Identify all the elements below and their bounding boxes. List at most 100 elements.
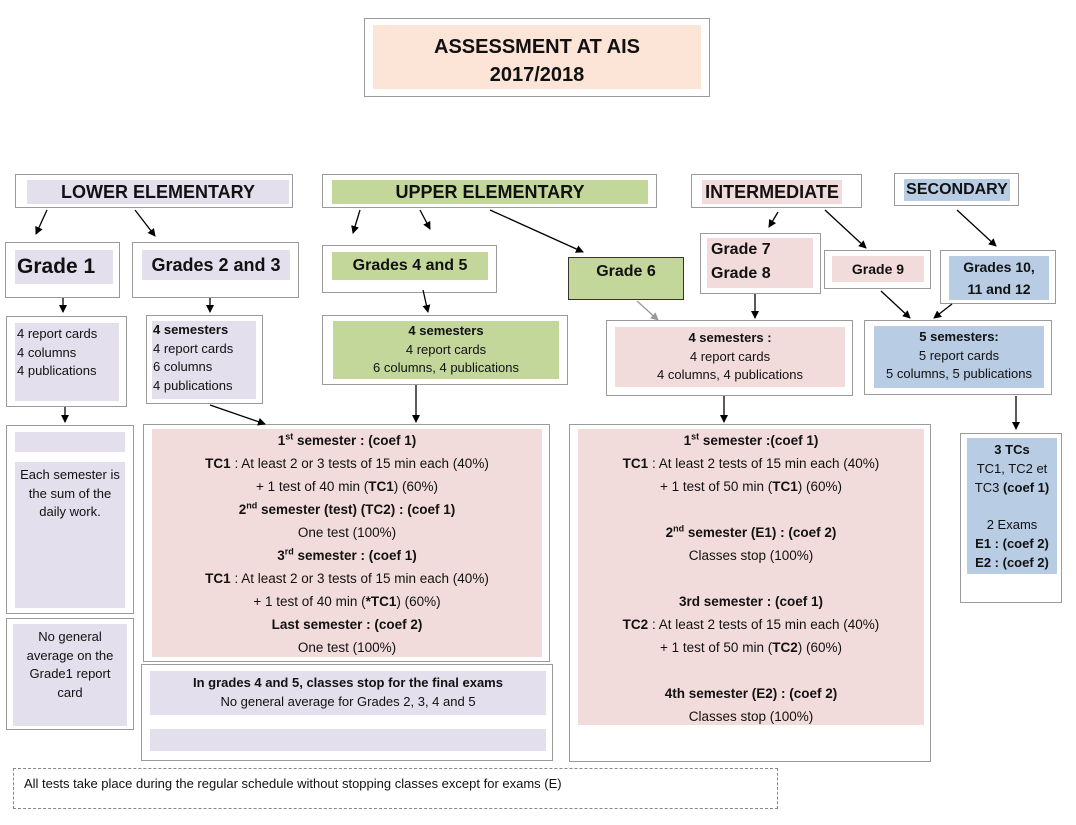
section-upper-elementary: UPPER ELEMENTARY (322, 174, 657, 208)
arrow-g45-info (422, 289, 431, 313)
secondary-semesters: 5 semesters: (919, 329, 999, 344)
upper-last-heading: Last semester : (coef 2) (271, 617, 423, 632)
upper-tc1d-line: + 1 test of 40 min (*TC1) (60%) (253, 594, 441, 609)
arrow-g6-to-int-info (636, 300, 659, 321)
grades-7-8-box: Grade 7 Grade 8 (700, 233, 821, 294)
intermediate-semesters: 4 semesters : (688, 330, 772, 345)
grades-10-12-box: Grades 10, 11 and 12 (940, 250, 1056, 304)
int-tc2-test-line: + 1 test of 50 min (TC2) (60%) (660, 640, 842, 655)
lower-daily-line2: the sum of the (28, 485, 112, 501)
lower-daily-line1: Each semester is (20, 467, 120, 482)
upper-detail-fill: 1st semester : (coef 1) TC1 : At least 2… (152, 429, 542, 657)
arrow-lower-to-g23 (134, 209, 156, 237)
arrow-upper-to-g45-b (419, 209, 431, 230)
grades-4-5-columns: 6 columns, 4 publications (373, 360, 519, 375)
section-intermediate: INTERMEDIATE (691, 174, 862, 208)
int-s1-heading: 1st semester :(coef 1) (683, 431, 819, 448)
upper-s2-text: One test (100%) (297, 525, 397, 540)
grade-1-box: Grade 1 (5, 242, 120, 298)
section-intermediate-fill: INTERMEDIATE (702, 180, 842, 204)
grades-4-5-fill: Grades 4 and 5 (332, 252, 488, 280)
sec-tc3-coef: TC3 (coef 1) (974, 480, 1050, 495)
section-intermediate-label: INTERMEDIATE (705, 182, 839, 202)
upper-tc1-test-line: + 1 test of 40 min (TC1) (60%) (256, 479, 438, 494)
section-lower-label: LOWER ELEMENTARY (61, 182, 255, 202)
sec-e2: E2 : (coef 2) (975, 555, 1049, 570)
intermediate-info-fill: 4 semesters : 4 report cards 4 columns, … (615, 327, 845, 387)
grades-2-3-publications: 4 publications (153, 377, 233, 393)
title-line1: ASSESSMENT AT AIS (434, 36, 640, 58)
section-secondary-fill: SECONDARY (904, 179, 1010, 201)
arrow-int-to-g9 (824, 209, 867, 249)
int-s4-heading: 4th semester (E2) : (coef 2) (664, 686, 838, 701)
upper-note-empty-fill (150, 729, 546, 751)
arrow-g23-info-detail (209, 404, 266, 426)
grades-2-3-fill: Grades 2 and 3 (142, 250, 290, 280)
grade-7-label: Grade 7 (711, 241, 771, 258)
grades-4-5-label: Grades 4 and 5 (352, 257, 468, 274)
section-secondary-label: SECONDARY (906, 181, 1008, 198)
section-lower-fill: LOWER ELEMENTARY (27, 180, 289, 204)
no-avg-line2: average on the (26, 647, 114, 663)
grades-10-12-line1: Grades 10, (963, 259, 1035, 275)
secondary-report-cards: 5 report cards (918, 347, 1000, 363)
grades-7-8-fill: Grade 7 Grade 8 (707, 238, 813, 288)
sec-3tcs: 3 TCs (994, 442, 1030, 457)
lower-daily-header-fill (15, 432, 125, 452)
grades-2-3-box: Grades 2 and 3 (132, 242, 299, 298)
grades-4-5-info-box: 4 semesters 4 report cards 6 columns, 4 … (322, 315, 568, 385)
upper-s3-heading: 3rd semester : (coef 1) (277, 546, 417, 563)
arrow-lower-to-g1 (35, 209, 48, 235)
grades-4-5-report-cards: 4 report cards (405, 341, 487, 357)
grades-2-3-columns: 6 columns (153, 359, 213, 374)
no-avg-line4: card (57, 684, 83, 700)
lower-daily-body-fill: Each semester is the sum of the daily wo… (15, 462, 125, 608)
lower-no-average-fill: No general average on the Grade1 report … (13, 624, 127, 726)
no-avg-line1: No general (38, 629, 102, 644)
intermediate-report-cards: 4 report cards (689, 348, 771, 364)
sec-tc-list: TC1, TC2 et (976, 461, 1048, 476)
upper-note-line2: No general average for Grades 2, 3, 4 an… (220, 693, 476, 709)
no-avg-line3: Grade1 report (29, 666, 111, 681)
int-s3-heading: 3rd semester : (coef 1) (678, 594, 824, 609)
int-s4-text: Classes stop (100%) (688, 709, 814, 724)
lower-daily-line3: daily work. (39, 504, 101, 519)
grades-2-3-report-cards: 4 report cards (153, 340, 234, 356)
sec-2-exams: 2 Exams (986, 517, 1038, 532)
int-s2-text: Classes stop (100%) (688, 548, 814, 563)
secondary-detail-fill: 3 TCs TC1, TC2 et TC3 (coef 1) 2 Exams E… (967, 438, 1057, 574)
grade-1-fill: Grade 1 (15, 250, 113, 284)
int-tc1-line: TC1 : At least 2 tests of 15 min each (4… (622, 456, 880, 471)
arrow-int-to-g78 (768, 211, 779, 228)
upper-tc1-line: TC1 : At least 2 or 3 tests of 15 min ea… (205, 456, 489, 471)
upper-s1-heading: 1st semester : (coef 1) (277, 431, 417, 448)
lower-daily-work-box: Each semester is the sum of the daily wo… (6, 425, 134, 614)
upper-note-fill: In grades 4 and 5, classes stop for the … (150, 671, 546, 715)
section-upper-fill: UPPER ELEMENTARY (332, 180, 648, 204)
intermediate-detail-box: 1st semester :(coef 1) TC1 : At least 2 … (569, 424, 931, 762)
grade-9-label: Grade 9 (851, 261, 905, 277)
grades-10-12-fill: Grades 10, 11 and 12 (949, 256, 1049, 300)
arrow-sec-to-g1012 (956, 209, 997, 247)
lower-no-average-box: No general average on the Grade1 report … (6, 618, 134, 730)
grade-1-report-cards: 4 report cards (17, 326, 98, 341)
grade-1-info-fill: 4 report cards 4 columns 4 publications (15, 323, 119, 401)
arrow-upper-to-g45-a (351, 209, 361, 234)
intermediate-info-box: 4 semesters : 4 report cards 4 columns, … (606, 320, 853, 396)
arrow-g1012-sec-info (933, 303, 953, 319)
title-fill: ASSESSMENT AT AIS 2017/2018 (373, 25, 701, 89)
intermediate-detail-fill: 1st semester :(coef 1) TC1 : At least 2 … (578, 429, 924, 725)
secondary-detail-box: 3 TCs TC1, TC2 et TC3 (coef 1) 2 Exams E… (960, 433, 1062, 603)
grades-2-3-semesters: 4 semesters (153, 322, 229, 337)
grades-2-3-info-box: 4 semesters 4 report cards 6 columns 4 p… (146, 315, 263, 404)
footer-note: All tests take place during the regular … (13, 768, 778, 809)
grades-4-5-info-fill: 4 semesters 4 report cards 6 columns, 4 … (333, 321, 559, 379)
secondary-info-box: 5 semesters: 5 report cards 5 columns, 5… (864, 320, 1052, 395)
secondary-columns: 5 columns, 5 publications (886, 366, 1032, 381)
upper-note-line1: In grades 4 and 5, classes stop for the … (193, 675, 503, 690)
grades-2-3-info-fill: 4 semesters 4 report cards 6 columns 4 p… (152, 321, 256, 399)
sec-e1: E1 : (coef 2) (975, 536, 1049, 551)
section-upper-label: UPPER ELEMENTARY (395, 182, 585, 202)
grades-10-12-line2: 11 and 12 (967, 281, 1031, 297)
